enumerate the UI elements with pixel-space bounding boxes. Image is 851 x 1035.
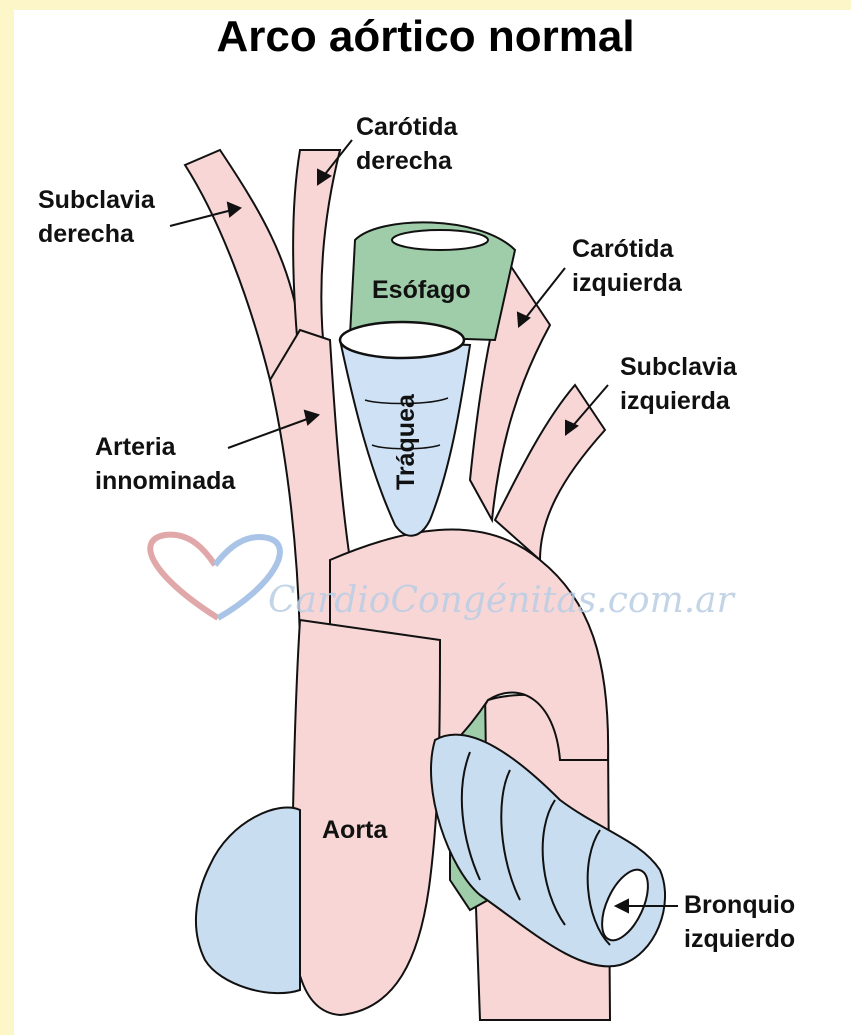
label-right-subclavian: Subclavia derecha	[38, 183, 155, 251]
label-left-bronchus: Bronquio izquierdo	[684, 888, 795, 956]
label-left-carotid: Carótida izquierda	[572, 232, 682, 300]
esophagus-label: Esófago	[372, 276, 471, 304]
label-left-subclavian: Subclavia izquierda	[620, 350, 737, 418]
trachea-lumen	[340, 322, 464, 358]
esophagus-lumen	[392, 230, 488, 250]
right-bronchus	[196, 807, 300, 993]
watermark-heart-icon	[150, 535, 280, 618]
label-right-carotid: Carótida derecha	[356, 110, 457, 178]
label-innominate-artery: Arteria innominada	[95, 430, 235, 498]
aorta-label: Aorta	[322, 816, 388, 844]
watermark-text: CardioCongénitas.com.ar	[268, 580, 736, 621]
trachea-label: Tráquea	[392, 393, 420, 490]
